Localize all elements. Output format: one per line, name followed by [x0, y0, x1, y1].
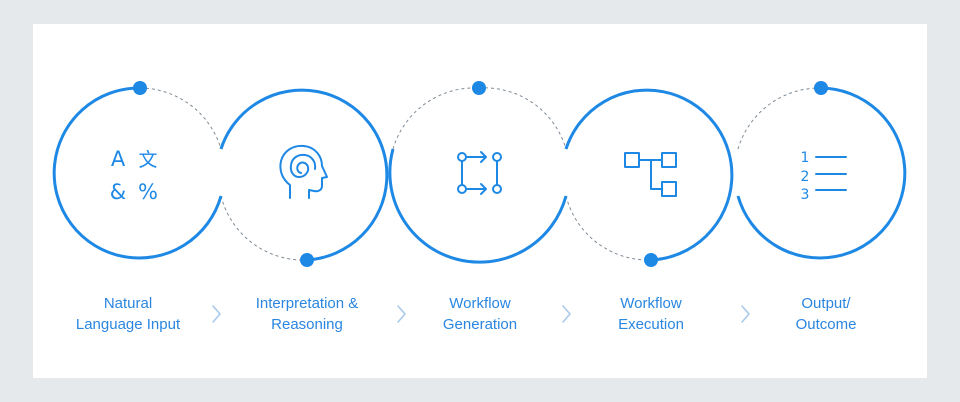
circle-3-arc: [388, 148, 568, 264]
svg-text:1: 1: [801, 150, 810, 166]
svg-text:A: A: [111, 147, 126, 171]
step-label-workflow-generation: Workflow Generation: [442, 295, 518, 333]
step-label-interpretation-reasoning: Interpretation & Reasoning: [255, 295, 359, 333]
dashed-arc-4: [478, 87, 567, 150]
circle-5-arc: [736, 86, 907, 260]
waypoint-dot: [300, 253, 314, 267]
waypoint-dot: [814, 81, 828, 95]
step-label-natural-language-input: Natural Language Input: [75, 295, 181, 333]
numbered-list-icon: 1 2 3: [801, 150, 847, 203]
dashed-arc-2: [220, 195, 308, 261]
dashed-arc-1: [139, 87, 222, 150]
flowchart-icon: [624, 152, 677, 197]
svg-text:3: 3: [801, 187, 810, 203]
circle-1-arc: [52, 86, 223, 260]
chevron-right-icon: [562, 305, 571, 323]
translate-icon: A & 文 %: [110, 147, 158, 204]
svg-text:2: 2: [801, 169, 810, 185]
waypoint-dot: [133, 81, 147, 95]
chevron-right-icon: [212, 305, 221, 323]
step-label-workflow-execution: Workflow Execution: [618, 295, 684, 333]
svg-text:&: &: [110, 180, 126, 204]
svg-text:文: 文: [138, 149, 157, 171]
chevron-right-icon: [741, 305, 750, 323]
dashed-arc-6: [737, 87, 822, 150]
circle-2-arc: [219, 88, 389, 262]
waypoint-dot: [644, 253, 658, 267]
dashed-arc-3: [392, 87, 480, 150]
step-label-output-outcome: Output/ Outcome: [795, 295, 857, 333]
chevron-right-icon: [397, 305, 406, 323]
waypoint-dot: [472, 81, 486, 95]
dashed-arc-5: [565, 195, 652, 261]
flow-arrows-icon: [457, 151, 502, 195]
circle-4-arc: [564, 88, 734, 262]
head-spiral-icon: [279, 144, 328, 199]
svg-text:%: %: [138, 180, 158, 204]
